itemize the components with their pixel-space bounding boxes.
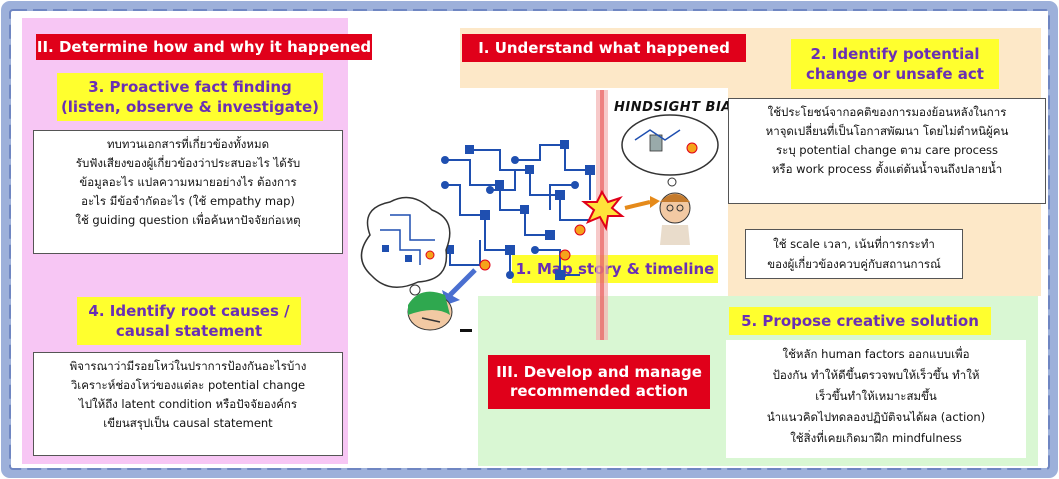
explosion-icon (581, 189, 625, 232)
step1-label: 1. Map story & timeline (512, 255, 718, 283)
network-nodes (441, 140, 595, 280)
sleeping-person-icon (407, 291, 453, 331)
hindsight-arrow (624, 196, 660, 210)
hindsight-bias-label: HINDSIGHT BIAS (614, 100, 742, 115)
step2-label: 2. Identify potential change or unsafe a… (791, 39, 999, 89)
step2-line1: 2. Identify potential (810, 45, 980, 63)
step5-text-line: ป้องกัน ทำให้ดีขึ้นตรวจพบให้เร็วขึ้น ทำใ… (772, 368, 980, 382)
left-thought-bubble (360, 196, 451, 296)
step4-line1: 4. Identify root causes / (88, 302, 290, 320)
step5-text-line: ใช้หลัก human factors ออกแบบเพื่อ (782, 347, 970, 361)
step3-text-line: ข้อมูลอะไร แปลความหมายอย่างไร ต้องการ (79, 175, 297, 189)
step3-text-line: ทบทวนเอกสารที่เกี่ยวข้องทั้งหมด (106, 137, 270, 151)
step3-text: ทบทวนเอกสารที่เกี่ยวข้องทั้งหมด รับฟังเส… (33, 130, 343, 254)
develop-title-line2: recommended action (509, 382, 689, 400)
step5-text-line: นำแนวคิดไปทดลองปฏิบัติจนได้ผล (action) (766, 410, 986, 424)
step5-label: 5. Propose creative solution (729, 307, 991, 335)
determine-title: II. Determine how and why it happened (36, 34, 372, 60)
timeline-text-line: ใช้ scale เวลา, เน้นที่การกระทำ (773, 237, 935, 251)
reflection-arrow (442, 268, 477, 305)
step3-line1: 3. Proactive fact finding (88, 78, 292, 96)
step4-text-line: ไปให้ถึง latent condition หรือปัจจัยองค์… (78, 397, 298, 411)
step4-line2: causal statement (115, 322, 263, 340)
step4-text: พิจารณาว่ามีรอยโหว่ในปราการป้องกันอะไรบ้… (33, 352, 343, 456)
step3-text-line: รับฟังเสียงของผู้เกี่ยวข้องว่าประสบอะไร … (75, 156, 301, 170)
step3-text-line: อะไร มีข้อจำกัดอะไร (ใช้ empathy map) (81, 194, 295, 208)
step2-line2: change or unsafe act (806, 65, 984, 83)
thinking-person-icon (659, 192, 691, 245)
timeline-text: ใช้ scale เวลา, เน้นที่การกระทำ ของผู้เก… (745, 229, 963, 279)
step4-text-line: วิเคราะห์ช่องโหว่ของแต่ละ potential chan… (70, 378, 306, 392)
step2-text: ใช้ประโยชน์จากอคติของการมองย้อนหลังในการ… (728, 98, 1046, 204)
step2-text-line: หาจุดเปลี่ยนที่เป็นโอกาสพัฒนา โดยไม่ตำหน… (765, 124, 1009, 138)
timeline-text-line: ของผู้เกี่ยวข้องควบคู่กับสถานการณ์ (767, 257, 941, 271)
step2-text-line: ใช้ประโยชน์จากอคติของการมองย้อนหลังในการ (767, 105, 1007, 119)
understand-title: I. Understand what happened (462, 34, 746, 62)
step4-label: 4. Identify root causes / causal stateme… (77, 297, 301, 345)
center-illustration (360, 90, 719, 340)
step4-text-line: เขียนสรุปเป็น causal statement (103, 416, 273, 430)
step3-line2: (listen, observe & investigate) (60, 98, 320, 116)
step5-text-line: ใช้สิ่งที่เคยเกิดมาฝึก mindfulness (790, 431, 962, 445)
develop-title-line1: III. Develop and manage (496, 363, 702, 381)
thought-bubble-icon (621, 114, 719, 187)
step5-text-line: เร็วขึ้นทำให้เหมาะสมขึ้น (815, 389, 937, 403)
step4-text-line: พิจารณาว่ามีรอยโหว่ในปราการป้องกันอะไรบ้… (69, 359, 307, 373)
divider-dash (460, 329, 472, 332)
step2-text-line: หรือ work process ตั้งแต่ต้นน้ำจนถึงปลาย… (771, 162, 1003, 176)
develop-title: III. Develop and manage recommended acti… (488, 355, 710, 409)
step2-text-line: ระบุ potential change ตาม care process (775, 143, 999, 157)
step3-text-line: ใช้ guiding question เพื่อค้นหาปัจจัยก่อ… (75, 213, 301, 227)
step5-text: ใช้หลัก human factors ออกแบบเพื่อ ป้องกั… (726, 340, 1026, 458)
step3-label: 3. Proactive fact finding (listen, obser… (57, 73, 323, 121)
warning-bursts (479, 224, 586, 271)
